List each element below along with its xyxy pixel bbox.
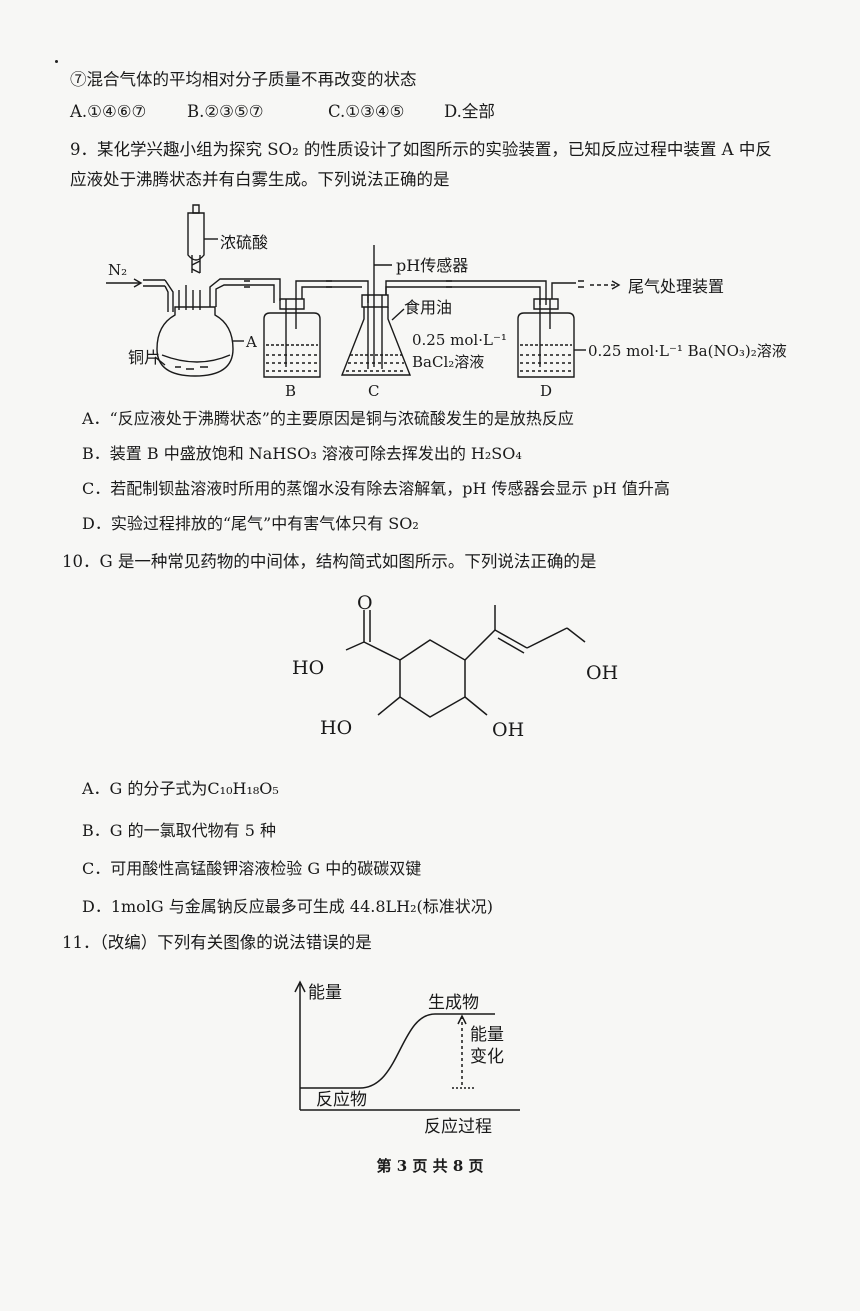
- acid-label: 浓硫酸: [220, 233, 268, 252]
- acid-ho-label: HO: [292, 657, 324, 679]
- q9-stem-line2: 应液处于沸腾状态并有白雾生成。下列说法正确的是: [70, 170, 450, 189]
- scan-speck: [55, 60, 58, 63]
- flask-c-label: C: [368, 382, 379, 400]
- q10-option-c: C．可用酸性高锰酸钾溶液检验 G 中的碳碳双键: [82, 859, 422, 878]
- bano3-label: 0.25 mol·L⁻¹ Ba(NO₃)₂溶液: [588, 342, 787, 360]
- q11-energy-graph: 能量 生成物 能量 变化 反应物 反应过程: [294, 980, 520, 1137]
- q9-stem-line1: 9．某化学兴趣小组为探究 SO₂ 的性质设计了如图所示的实验装置，已知反应过程中…: [70, 140, 772, 159]
- q8-choice-a: A.①④⑥⑦: [70, 102, 147, 121]
- q8-choice-b: B.②③⑤⑦: [187, 102, 264, 121]
- oil-label: 食用油: [404, 298, 452, 317]
- bottle-d-label: D: [540, 382, 552, 400]
- bottle-b-label: B: [285, 382, 296, 400]
- q9-apparatus-figure: 浓硫酸 N₂ A 铜片 B pH传感器 食用油 0.25 mol·L⁻¹ BaC…: [106, 204, 787, 400]
- q10-stem: 10．G 是一种常见药物的中间体，结构简式如图所示。下列说法正确的是: [62, 552, 597, 571]
- n2-label: N₂: [108, 261, 127, 279]
- energy-change-label-2: 变化: [470, 1047, 504, 1067]
- x-axis-label: 反应过程: [424, 1117, 492, 1137]
- tail-gas-label: 尾气处理装置: [628, 277, 724, 296]
- q10-structure-figure: O HO OH HO OH: [292, 592, 618, 741]
- q8-choice-d: D.全部: [444, 102, 495, 121]
- q9-option-d: D．实验过程排放的“尾气”中有害气体只有 SO₂: [82, 514, 419, 533]
- q11-stem: 11．（改编）下列有关图像的说法错误的是: [62, 933, 372, 952]
- ring-oh-label: OH: [492, 719, 524, 741]
- y-axis-label: 能量: [308, 983, 342, 1003]
- q9-option-a: A．“反应液处于沸腾状态”的主要原因是铜与浓硫酸发生的是放热反应: [82, 409, 574, 428]
- carbonyl-o-label: O: [357, 592, 373, 614]
- q10-option-b: B．G 的一氯取代物有 5 种: [82, 821, 276, 840]
- product-label: 生成物: [428, 993, 479, 1013]
- ring-ho-label: HO: [320, 717, 352, 739]
- q10-option-d: D．1molG 与金属钠反应最多可生成 44.8LH₂(标准状况): [82, 897, 493, 916]
- q9-option-b: B．装置 B 中盛放饱和 NaHSO₃ 溶液可除去挥发出的 H₂SO₄: [82, 444, 522, 463]
- page-footer: 第 3 页 共 8 页: [376, 1157, 484, 1175]
- reactant-label: 反应物: [316, 1090, 367, 1110]
- copper-label: 铜片: [128, 348, 160, 367]
- ph-sensor-label: pH传感器: [396, 256, 468, 275]
- q10-option-a: A．G 的分子式为C₁₀H₁₈O₅: [82, 779, 279, 798]
- q8-choice-c: C.①③④⑤: [328, 102, 405, 121]
- bacl2-label: BaCl₂溶液: [412, 353, 484, 371]
- bacl2-conc-label: 0.25 mol·L⁻¹: [412, 331, 507, 349]
- energy-change-label-1: 能量: [470, 1025, 504, 1045]
- q8-item7: ⑦混合气体的平均相对分子质量不再改变的状态: [70, 70, 417, 89]
- q9-option-c: C．若配制钡盐溶液时所用的蒸馏水没有除去溶解氧，pH 传感器会显示 pH 值升高: [82, 479, 670, 498]
- flask-a-label: A: [245, 333, 257, 351]
- chain-oh-label: OH: [586, 662, 618, 684]
